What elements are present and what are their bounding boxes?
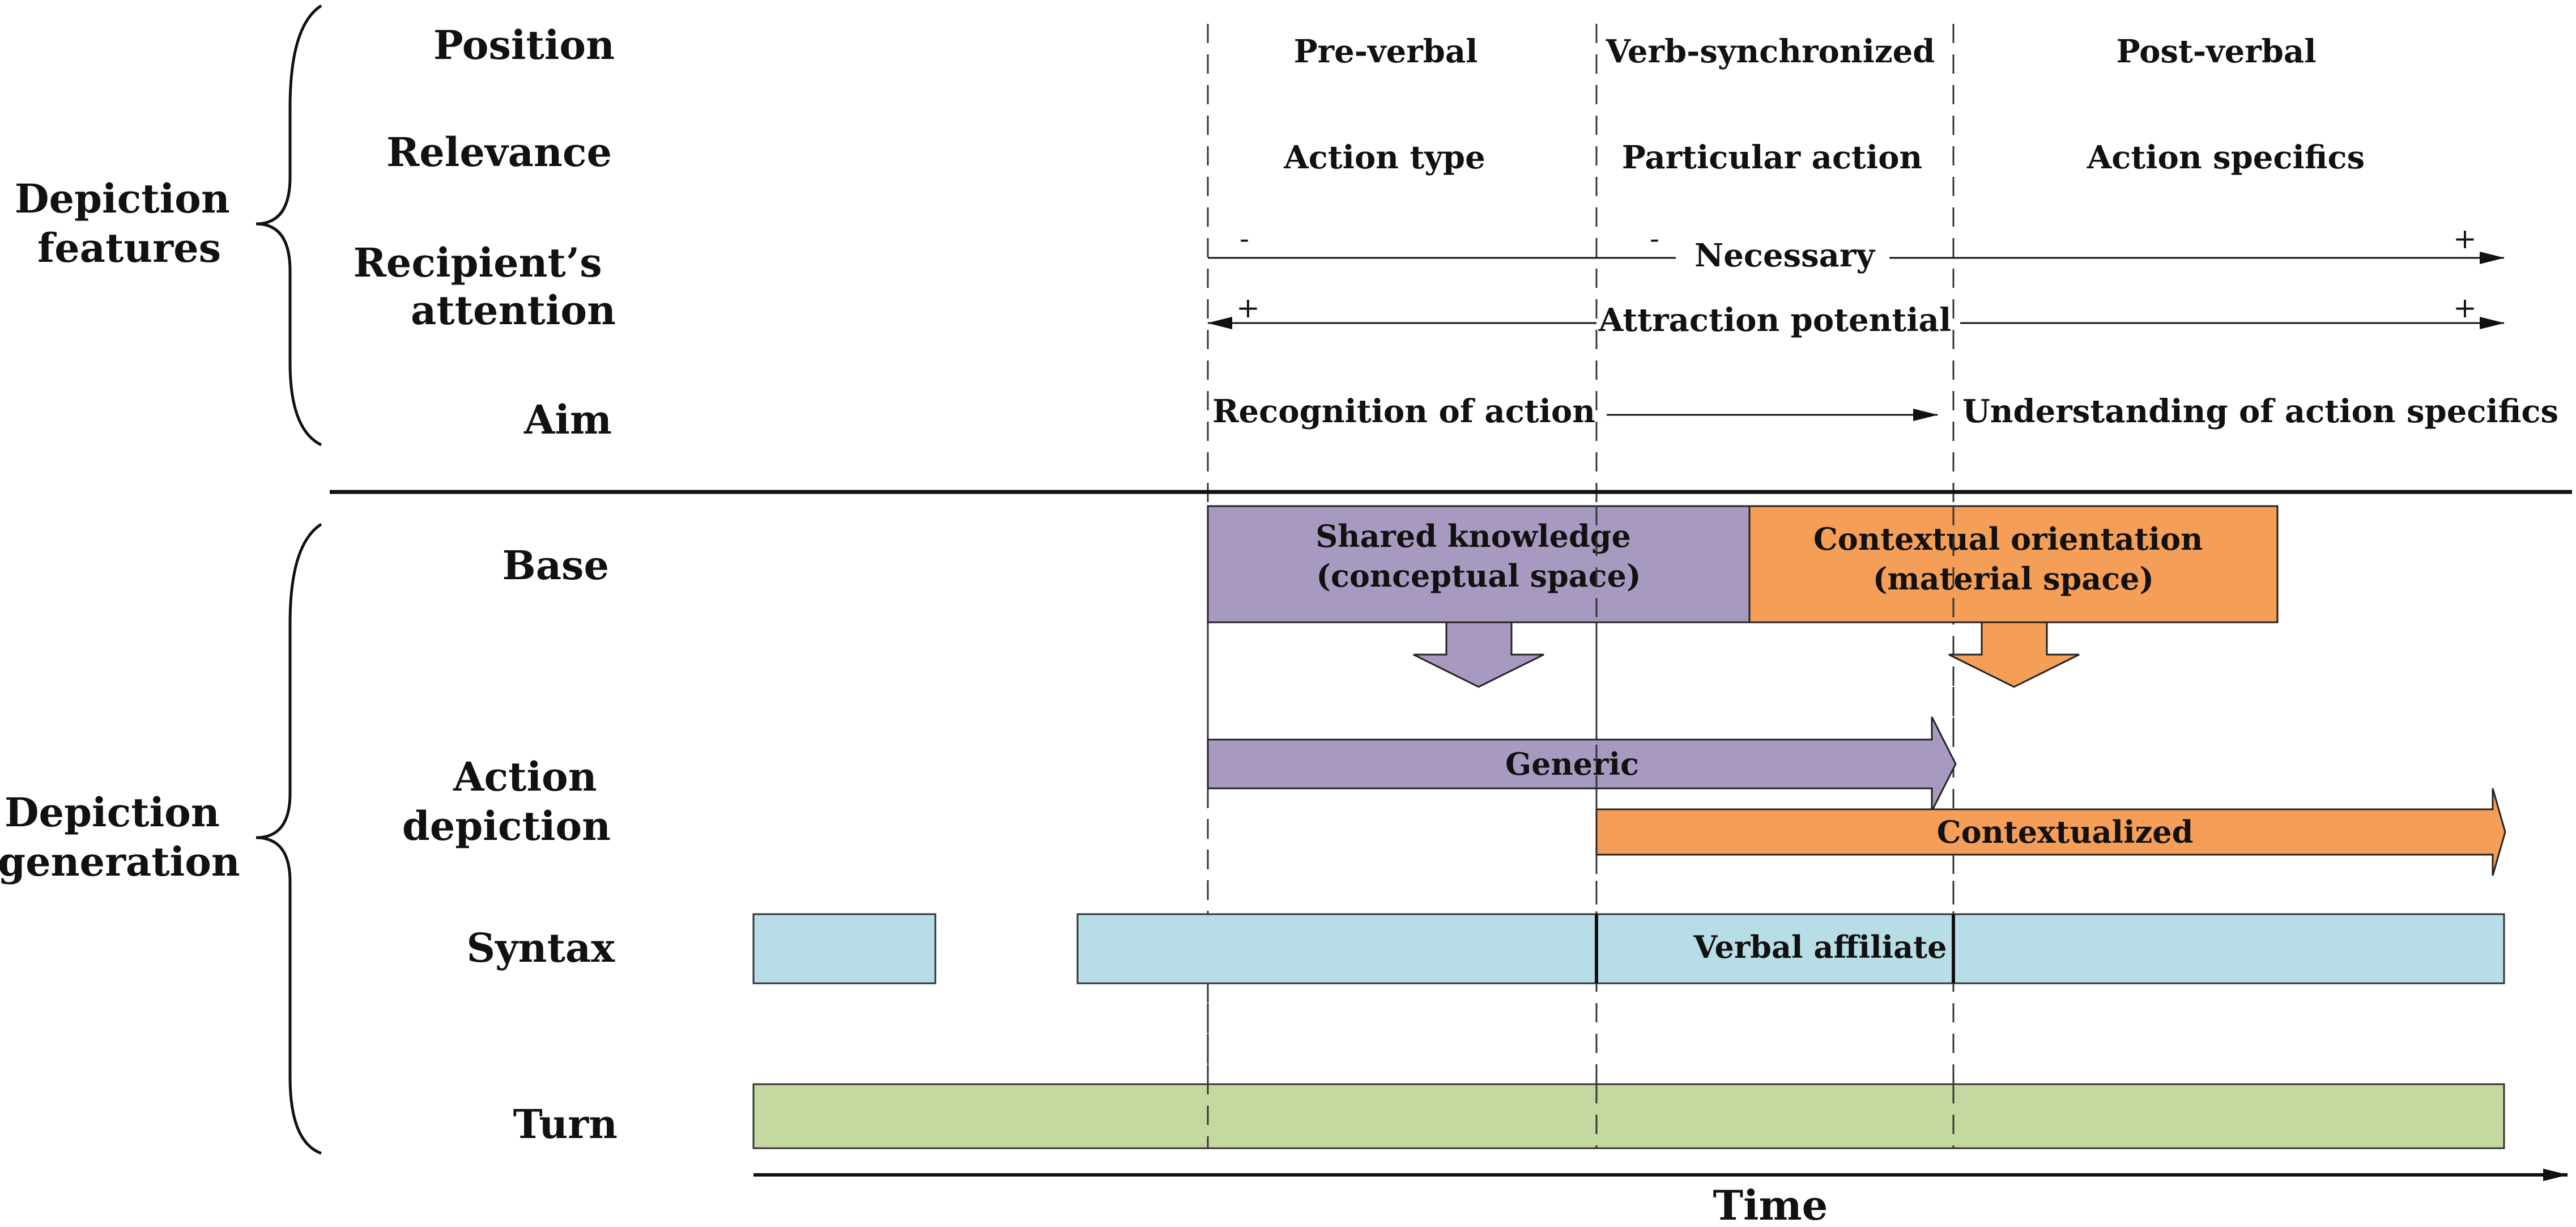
necessary-sign-post: + <box>2453 222 2477 255</box>
row-label-action-depiction: Action depiction <box>402 753 611 850</box>
contextualized-label: Contextualized <box>1937 814 2194 850</box>
contextual-orientation-label: Contextual orientation (material space) <box>1813 521 2213 597</box>
group-label-generation: Depiction generation <box>0 789 240 885</box>
attraction-sign-post: + <box>2453 291 2477 324</box>
generic-label: Generic <box>1505 746 1639 782</box>
contextual-orientation-box <box>1748 505 2279 623</box>
position-pre-verbal: Pre-verbal <box>1294 33 1478 70</box>
group-label-features: Depiction features <box>15 175 244 271</box>
position-post-verbal: Post-verbal <box>2117 33 2317 70</box>
row-label-turn: Turn <box>513 1101 618 1148</box>
contextual-orientation-down-arrow <box>1948 621 2080 688</box>
row-label-base: Base <box>503 542 609 589</box>
contextualized-arrow <box>1595 788 2506 876</box>
necessary-label: Necessary <box>1694 237 1875 274</box>
necessary-sign-pre: - <box>1240 222 1249 255</box>
attraction-sign-pre: + <box>1236 291 1260 324</box>
position-verb-synchronized: Verb-synchronized <box>1606 33 1935 70</box>
attraction-scale: Attraction potential + + <box>1207 291 2505 339</box>
row-label-relevance: Relevance <box>386 129 612 176</box>
necessary-sign-sync: - <box>1650 222 1659 255</box>
relevance-action-specifics: Action specifics <box>2087 139 2365 176</box>
aim-understanding: Understanding of action specifics <box>1962 393 2558 430</box>
generic-arrow <box>1207 716 1957 812</box>
aim-recognition: Recognition of action <box>1212 393 1595 430</box>
row-label-attention: Recipient’s attention <box>354 239 616 334</box>
necessary-scale: Necessary - - + <box>1208 222 2505 274</box>
phase-boundaries-overlay <box>1207 506 1955 1148</box>
generation-brace <box>256 523 322 1155</box>
row-label-syntax: Syntax <box>466 924 615 971</box>
features-brace <box>256 4 322 447</box>
syntax-segment-early <box>752 913 936 984</box>
verbal-affiliate-label: Verbal affiliate <box>1693 929 1947 965</box>
time-axis-label: Time <box>1713 1181 1828 1227</box>
turn-bar <box>752 1083 2505 1149</box>
shared-knowledge-label: Shared knowledge (conceptual space) <box>1315 518 1641 594</box>
syntax-segment-main <box>1076 913 2505 984</box>
shared-knowledge-down-arrow <box>1413 621 1544 688</box>
row-label-aim: Aim <box>523 396 612 443</box>
attraction-label: Attraction potential <box>1598 302 1951 339</box>
relevance-action-type: Action type <box>1283 139 1485 176</box>
relevance-particular-action: Particular action <box>1622 139 1923 176</box>
row-label-position: Position <box>433 22 615 69</box>
